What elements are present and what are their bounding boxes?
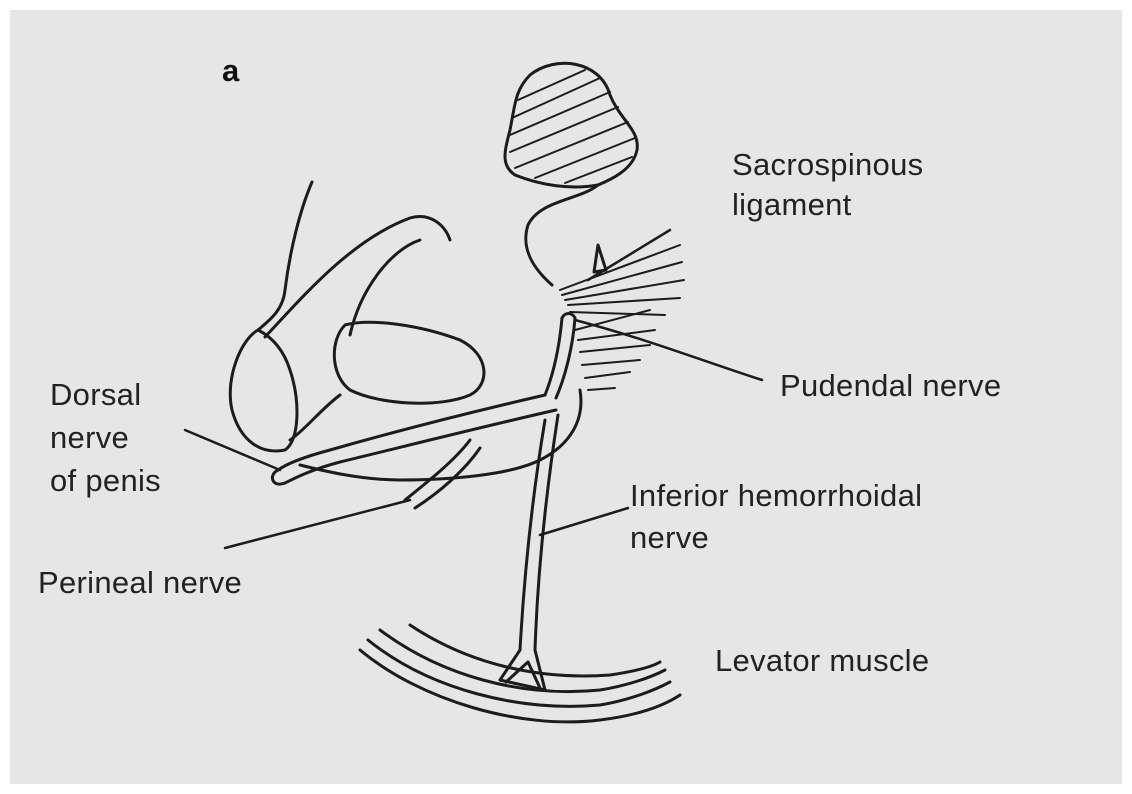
label-dorsal-line1: Dorsal bbox=[50, 377, 141, 413]
label-inferior-line2: nerve bbox=[630, 520, 709, 556]
label-pudendal-nerve: Pudendal nerve bbox=[780, 368, 1001, 404]
label-sacrospinous-line2: ligament bbox=[732, 187, 852, 223]
label-inferior-line1: Inferior hemorrhoidal bbox=[630, 478, 922, 514]
perineal-nerve-branch bbox=[405, 440, 480, 508]
label-levator-muscle: Levator muscle bbox=[715, 643, 929, 679]
label-perineal-nerve: Perineal nerve bbox=[38, 565, 242, 601]
anatomy-figure: a Sacrospinous ligament Pudendal nerve D… bbox=[10, 10, 1122, 784]
label-sacrospinous-line1: Sacrospinous bbox=[732, 147, 923, 183]
leader-inferior bbox=[540, 508, 628, 535]
label-dorsal-line2: nerve bbox=[50, 420, 129, 456]
ischial-spine-bone bbox=[505, 63, 637, 285]
leader-perineal bbox=[225, 500, 410, 548]
label-dorsal-line3: of penis bbox=[50, 463, 161, 499]
pudendal-nerve-trunk bbox=[545, 314, 575, 399]
sacrospinous-ligament-fibers bbox=[560, 245, 684, 390]
panel-letter: a bbox=[222, 53, 239, 89]
